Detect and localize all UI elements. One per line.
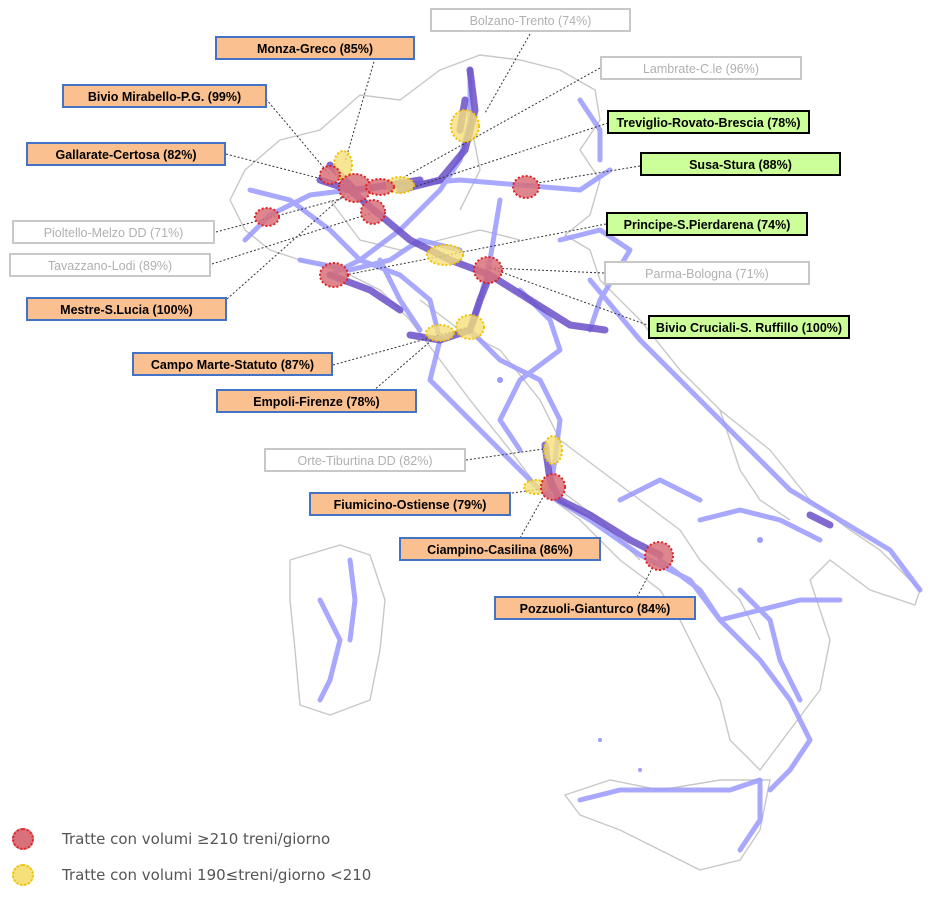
label-pioltello-melzo: Pioltello-Melzo DD (71%)	[12, 220, 215, 244]
yellow-hotspot-icon	[12, 864, 34, 886]
label-bivio-cruciali: Bivio Cruciali-S. Ruffillo (100%)	[648, 315, 850, 339]
label-principe: Principe-S.Pierdarena (74%)	[606, 212, 808, 236]
label-lambrate: Lambrate-C.le (96%)	[600, 56, 802, 80]
hotspot-bolzano-trento	[450, 109, 480, 143]
label-bolzano-trento: Bolzano-Trento (74%)	[430, 8, 631, 32]
hotspot-empoli	[425, 324, 455, 342]
small-markers	[497, 377, 763, 772]
label-treviglio: Treviglio-Rovato-Brescia (78%)	[607, 110, 810, 134]
label-empoli-firenze: Empoli-Firenze (78%)	[216, 389, 417, 413]
hotspots-red	[254, 165, 674, 571]
label-bivio-mirabello: Bivio Mirabello-P.G. (99%)	[62, 84, 267, 108]
hotspot-napoli	[644, 541, 674, 571]
label-campo-marte: Campo Marte-Statuto (87%)	[132, 352, 333, 376]
hotspot-genova	[319, 262, 349, 288]
hotspot-principe	[426, 244, 464, 266]
label-monza-greco: Monza-Greco (85%)	[215, 36, 415, 60]
label-ciampino-casilina: Ciampino-Casilina (86%)	[399, 537, 601, 561]
hotspot-mestre	[512, 175, 540, 199]
label-susa-stura: Susa-Stura (88%)	[640, 152, 841, 176]
legend-yellow-text: Tratte con volumi 190≤treni/giorno <210	[62, 866, 372, 884]
label-parma-bologna: Parma-Bologna (71%)	[604, 261, 810, 285]
hotspot-roma	[540, 473, 566, 501]
label-orte-tiburtina: Orte-Tiburtina DD (82%)	[264, 448, 466, 472]
rail-lines-heavy	[316, 66, 834, 559]
hotspot-campo-marte	[455, 314, 485, 340]
label-tavazzano-lodi: Tavazzano-Lodi (89%)	[9, 253, 211, 277]
hotspot-bologna	[473, 256, 503, 284]
legend-red-text: Tratte con volumi ≥210 treni/giorno	[62, 830, 331, 848]
label-gallarate-certosa: Gallarate-Certosa (82%)	[26, 142, 226, 166]
label-pozzuoli-gianturco: Pozzuoli-Gianturco (84%)	[494, 596, 696, 620]
hotspot-tavazzano	[360, 199, 386, 225]
hotspot-susa	[254, 207, 280, 227]
rail-lines-light	[242, 67, 923, 853]
label-mestre-slucia: Mestre-S.Lucia (100%)	[26, 297, 227, 321]
pointer-lines	[211, 33, 656, 598]
hotspot-gallarate	[365, 178, 395, 196]
red-hotspot-icon	[12, 828, 34, 850]
hotspot-mirabello	[319, 165, 341, 185]
hotspot-orte	[543, 435, 563, 465]
label-fiumicino-ostiense: Fiumicino-Ostiense (79%)	[309, 492, 511, 516]
